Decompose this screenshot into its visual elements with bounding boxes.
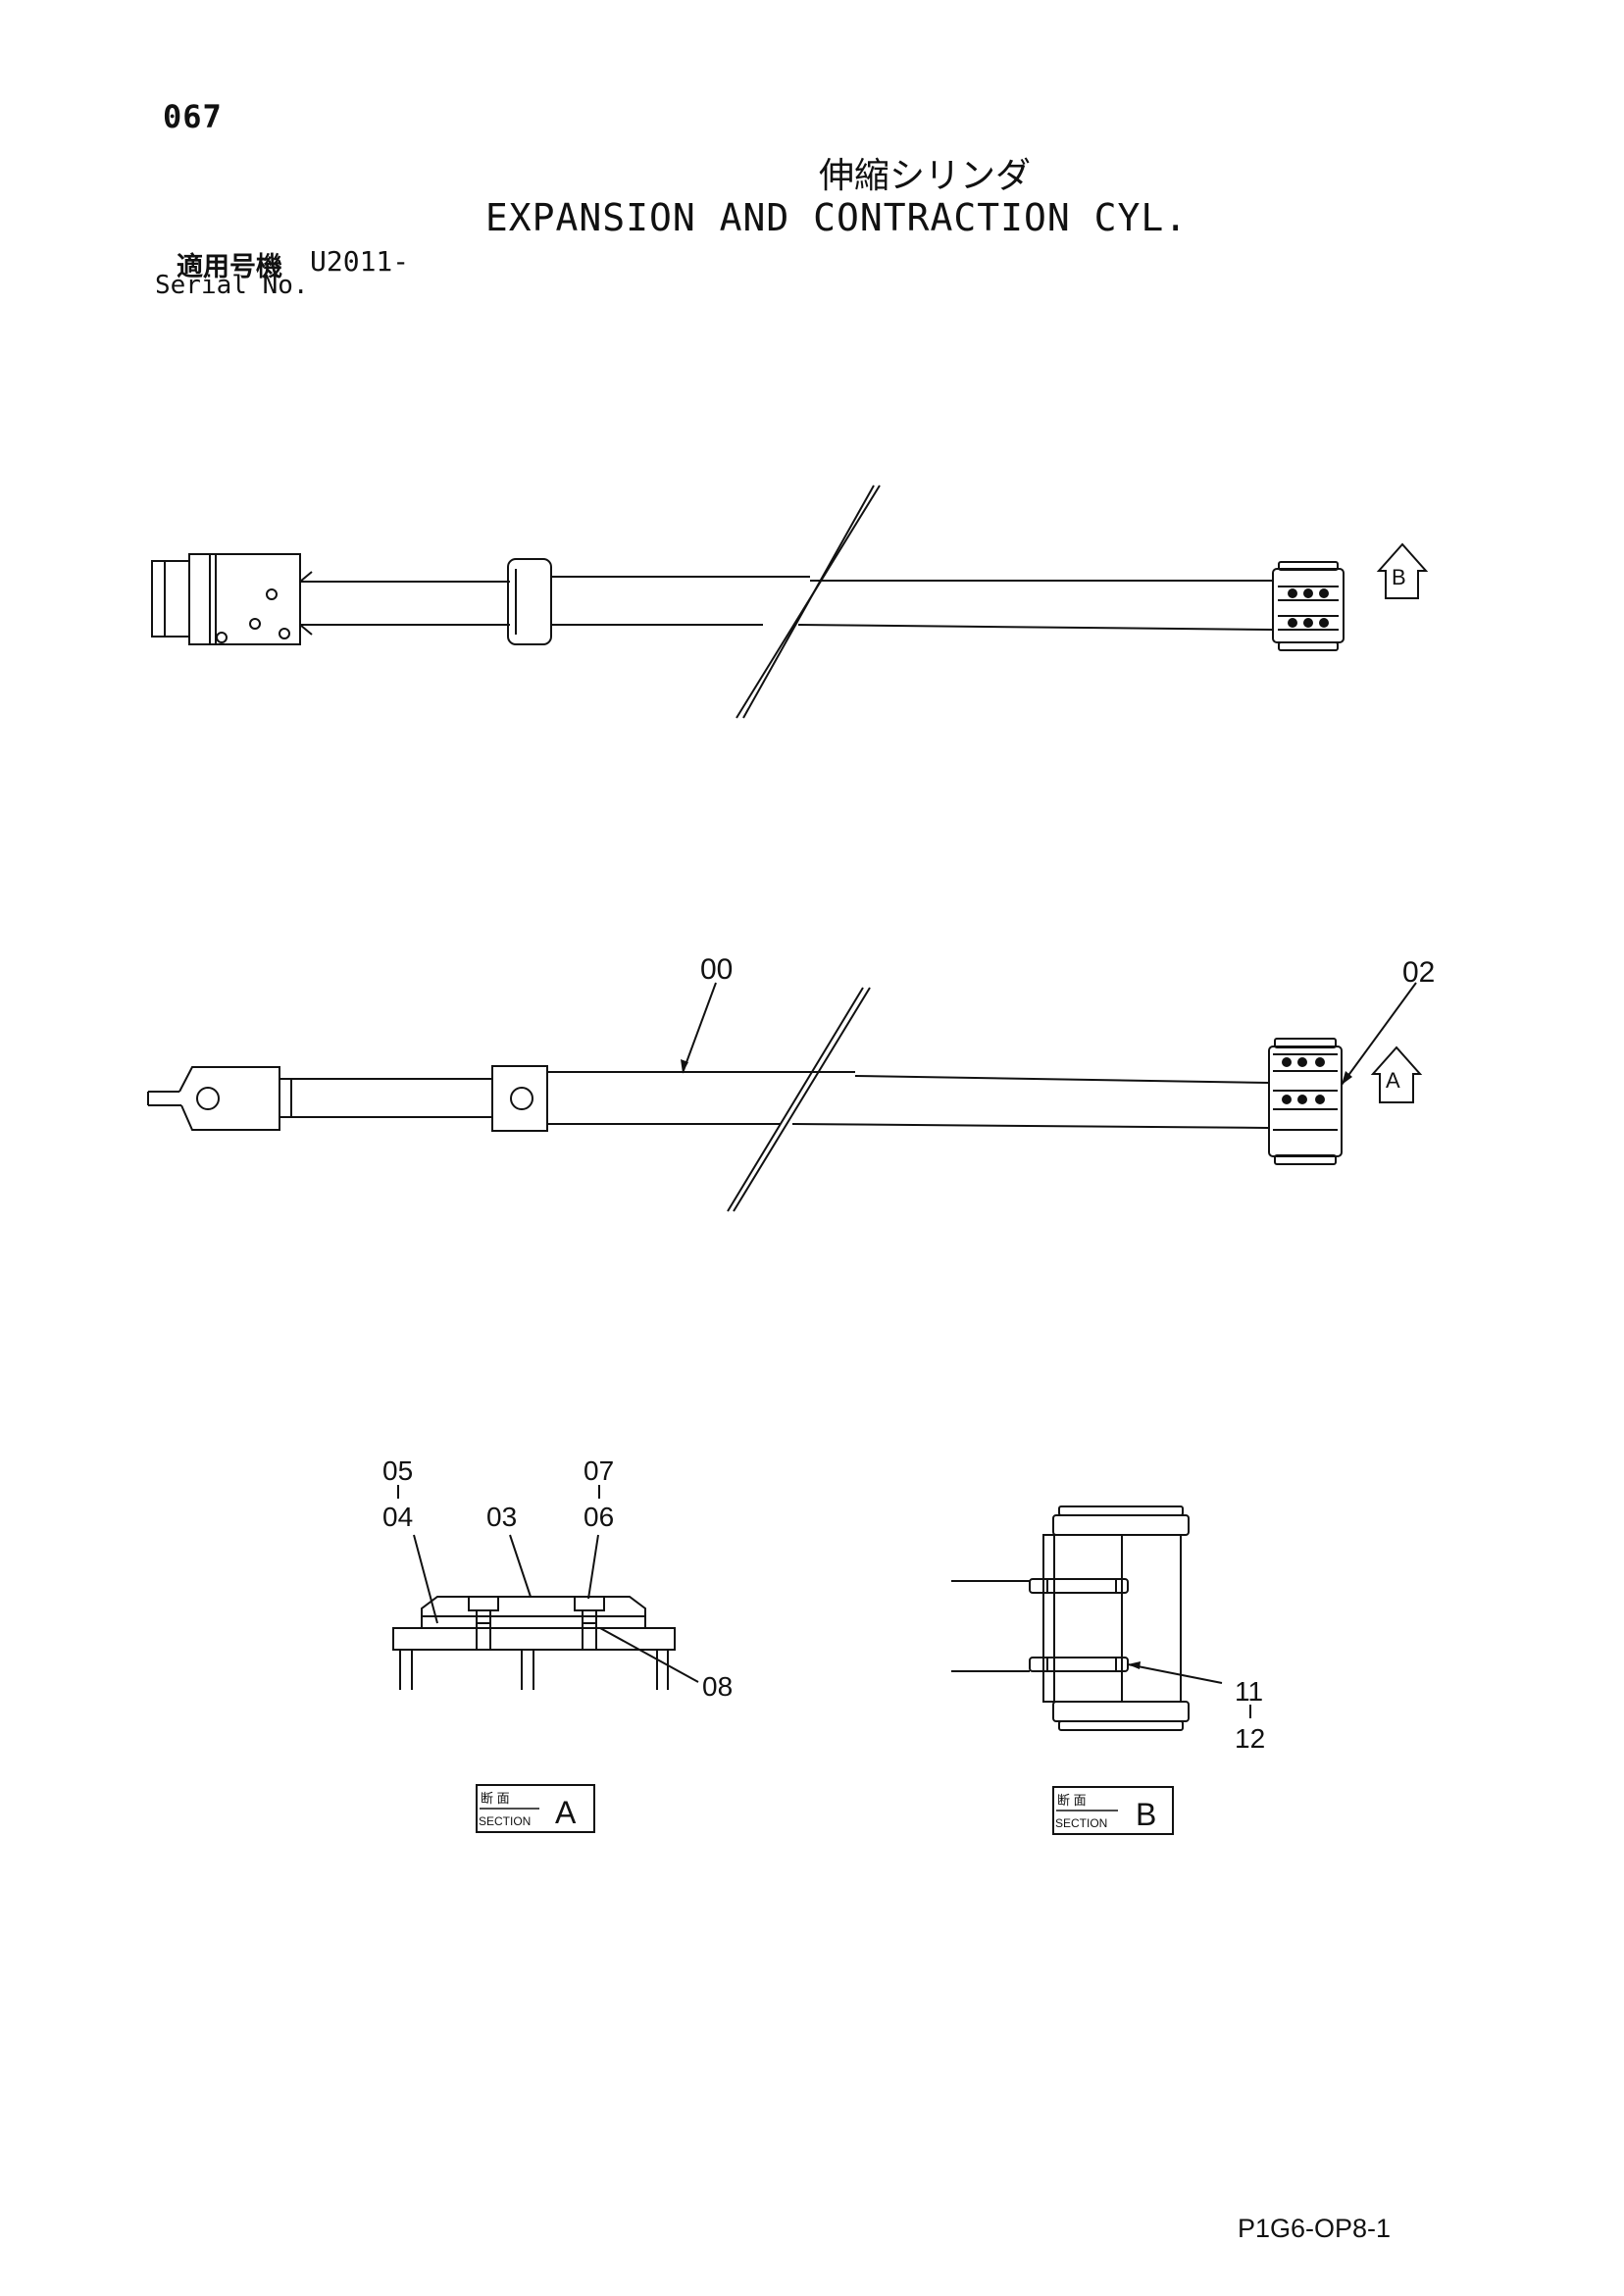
view-arrow-a-letter: A — [1386, 1068, 1400, 1093]
rod-eye — [178, 1066, 280, 1131]
section-a-detail — [392, 1596, 676, 1690]
bolt-hole — [216, 632, 228, 643]
section-b-detail — [951, 1505, 1190, 1731]
callout-00: 00 — [700, 953, 733, 986]
drawing-code: P1G6-OP8-1 — [1238, 2214, 1392, 2243]
view-arrow-b-letter: B — [1392, 565, 1406, 589]
break-line — [742, 485, 875, 719]
serial-label-english: Serial No. — [155, 271, 309, 300]
leader-line-04 — [413, 1534, 438, 1624]
page-title-english: EXPANSION AND CONTRACTION CYL. — [484, 196, 1189, 239]
callout-08: 08 — [702, 1671, 733, 1702]
callout-12: 12 — [1235, 1723, 1265, 1754]
break-line — [727, 987, 864, 1212]
page-number: 067 — [163, 98, 223, 135]
bolt-hole — [279, 628, 290, 639]
top-view-gland — [507, 558, 552, 645]
rod-eye-pin-hole — [196, 1087, 220, 1110]
break-line — [733, 987, 871, 1212]
callout-04: 04 — [382, 1502, 413, 1532]
section-a-label: 断 面 SECTION A — [476, 1784, 595, 1833]
leader-line-03 — [509, 1534, 532, 1598]
leader-line-06 — [587, 1534, 599, 1600]
leader-line-08 — [599, 1627, 699, 1683]
view-arrow-b: B — [1376, 542, 1429, 599]
callout-03: 03 — [486, 1502, 517, 1532]
section-b-label-japanese: 断 面 — [1057, 1793, 1087, 1808]
bolt — [582, 1609, 597, 1651]
bolt-hole — [249, 618, 261, 630]
section-a-label-japanese: 断 面 — [481, 1791, 510, 1806]
callout-02: 02 — [1402, 956, 1435, 989]
top-view-end-cap — [151, 560, 190, 638]
callout-11: 11 — [1235, 1676, 1263, 1707]
side-view-gland — [491, 1065, 548, 1132]
section-a-label-english: SECTION — [479, 1814, 531, 1828]
serial-label-japanese: 適用号機 — [177, 252, 282, 282]
section-b-trunnion-body — [1042, 1534, 1182, 1703]
side-view-cylinder — [147, 987, 1343, 1212]
leader-line-00 — [682, 982, 717, 1074]
callout-07: 07 — [584, 1455, 614, 1486]
callout-06: 06 — [584, 1502, 614, 1532]
bolt-hole — [266, 588, 278, 600]
page-title-japanese: 伸縮シリンダ — [818, 156, 1031, 196]
bolt — [476, 1609, 491, 1651]
top-view-mount-block — [188, 553, 301, 645]
top-view-trunnion — [1272, 568, 1345, 643]
section-b-label-english: SECTION — [1055, 1816, 1107, 1830]
view-arrow-a: A — [1370, 1046, 1423, 1103]
section-a-letter: A — [555, 1795, 577, 1830]
section-a-wear-pad — [421, 1596, 646, 1628]
top-view-cylinder — [151, 485, 1345, 719]
callout-05: 05 — [382, 1455, 413, 1486]
section-b-letter: B — [1136, 1797, 1156, 1832]
serial-value: U2011- — [310, 245, 410, 278]
section-b-label: 断 面 SECTION B — [1052, 1786, 1174, 1835]
leader-line-02 — [1341, 982, 1417, 1086]
leader-line-11 — [1127, 1663, 1223, 1684]
section-b-pin — [1029, 1578, 1129, 1594]
